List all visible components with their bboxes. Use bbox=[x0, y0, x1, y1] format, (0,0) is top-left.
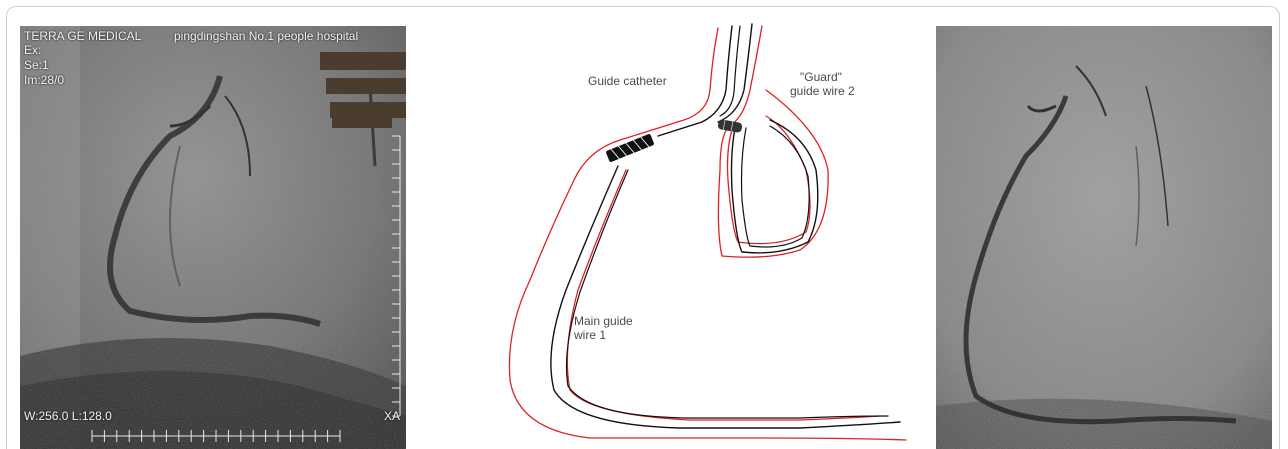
angiogram-before-image bbox=[20, 26, 406, 449]
main-wire-label-1: Main guide bbox=[574, 314, 633, 328]
overlay-line4: Im:28/0 bbox=[24, 74, 64, 87]
guide-catheter-wall-left bbox=[658, 26, 732, 136]
guard-wire-label-2: guide wire 2 bbox=[790, 84, 855, 98]
guidewire-schematic: Guide catheter "Guard" guide wire 2 Main… bbox=[470, 20, 940, 449]
main-wire-label-2: wire 1 bbox=[574, 328, 606, 342]
main-guide-wire bbox=[551, 166, 900, 428]
overlay-hospital: pingdingshan No.1 people hospital bbox=[174, 30, 358, 43]
overlay-window: W:256.0 L:128.0 bbox=[24, 410, 112, 423]
angiogram-after bbox=[936, 26, 1272, 449]
overlay-modality: XA bbox=[384, 410, 400, 423]
guard-wire-label-1: "Guard" bbox=[800, 70, 842, 84]
guard-wire-marker bbox=[717, 119, 742, 133]
overlay-line3: Se:1 bbox=[24, 59, 49, 72]
stent-marker bbox=[605, 133, 654, 162]
angiogram-after-image bbox=[936, 26, 1272, 449]
vessel-outline-inner bbox=[567, 170, 880, 420]
vessel-outline-loop bbox=[728, 116, 811, 244]
overlay-header: TERRA GE MEDICAL bbox=[24, 30, 141, 43]
overlay-line2: Ex: bbox=[24, 44, 41, 57]
schematic-drawing bbox=[470, 20, 940, 449]
guide-catheter-label: Guide catheter bbox=[588, 74, 667, 88]
angiogram-before: TERRA GE MEDICAL pingdingshan No.1 peopl… bbox=[20, 26, 406, 449]
